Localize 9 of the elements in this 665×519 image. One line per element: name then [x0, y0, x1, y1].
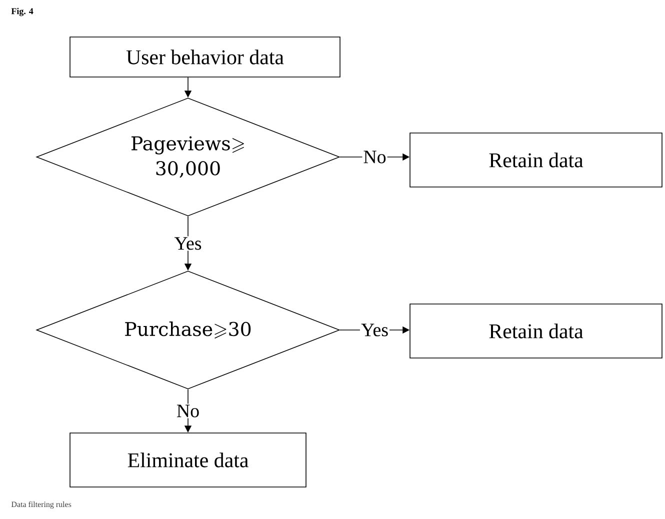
edge-label: Yes [360, 322, 390, 338]
process-box: Retain data [410, 132, 662, 188]
figure-title: Fig. 4 [11, 8, 34, 16]
process-box: User behavior data [70, 36, 340, 78]
process-box: Retain data [410, 304, 662, 358]
edge-label: No [175, 404, 201, 418]
process-box: Eliminate data [70, 432, 306, 488]
edge-label: No [362, 150, 388, 164]
edge-label: Yes [173, 236, 203, 251]
